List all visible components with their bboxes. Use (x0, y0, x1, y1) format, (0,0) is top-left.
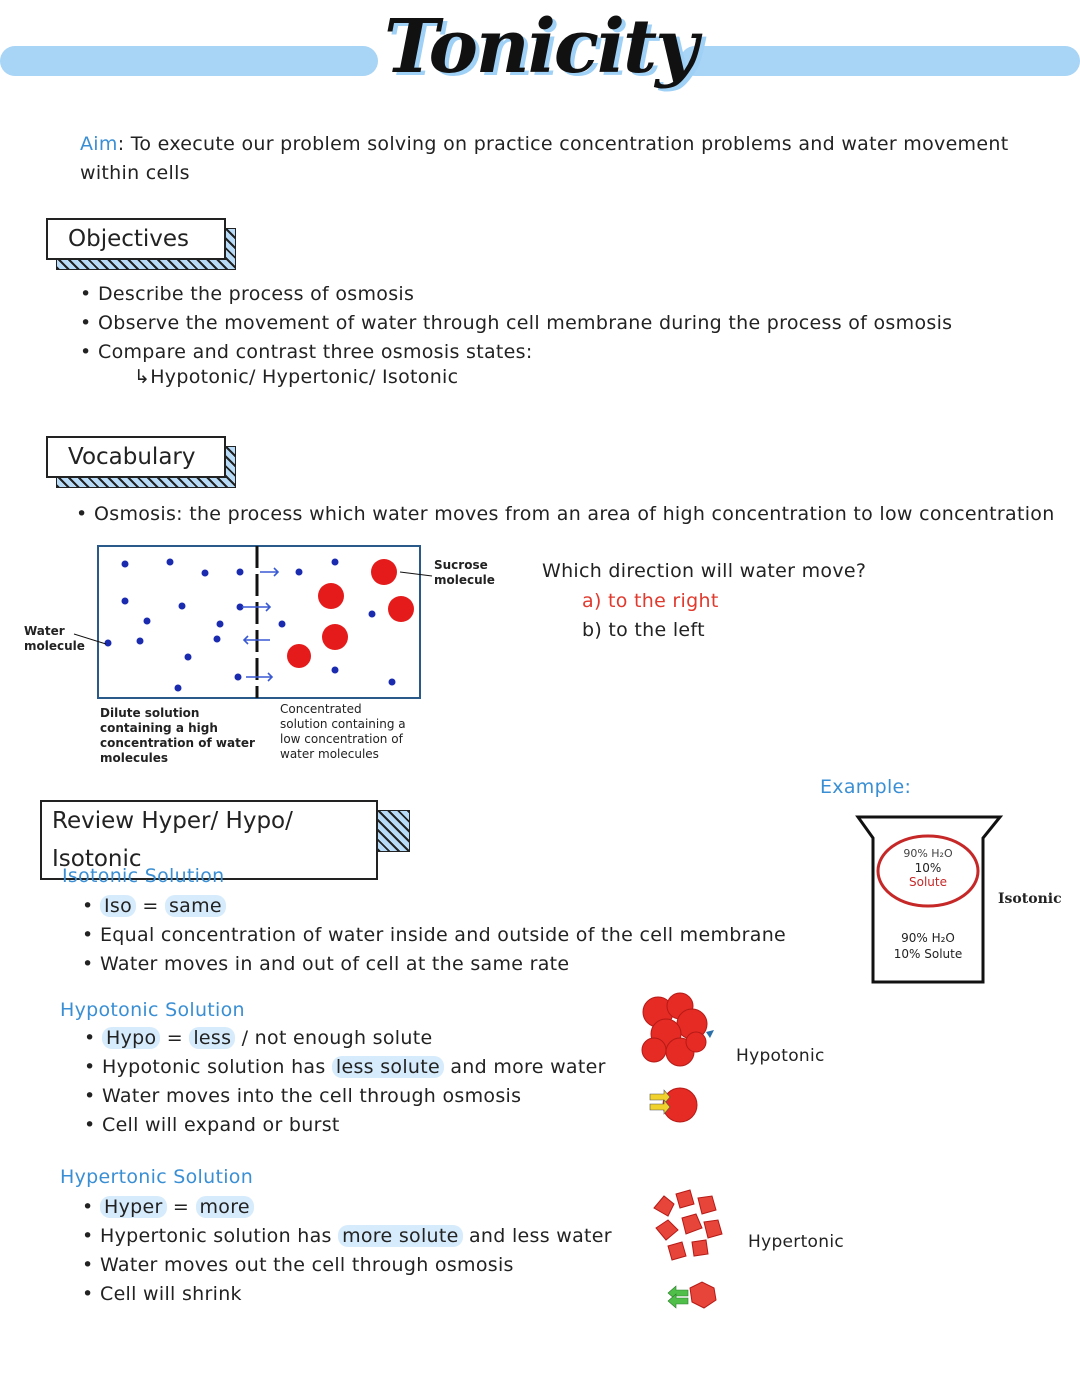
hypertonic-heading: Hypertonic Solution (60, 1166, 254, 1188)
example-label: Example: (820, 776, 912, 798)
beaker-diagram (855, 815, 1004, 984)
list-item: Observe the movement of water through ce… (80, 309, 1040, 338)
list-item: Hypo = less / not enough solute (84, 1024, 644, 1053)
title-bar-left (0, 46, 378, 76)
beaker-inner-pct: 10% (914, 861, 942, 875)
hypotonic-cells-image (641, 992, 714, 1123)
hyper-meaning: more (195, 1196, 254, 1218)
beaker-outer-solute: 10% Solute (893, 947, 963, 961)
list-item: Hyper = more (82, 1193, 642, 1222)
aim-body-2: within cells (80, 162, 190, 184)
aim-label: Aim (80, 133, 118, 155)
iso-meaning: same (164, 895, 226, 917)
list-item: Water moves out the cell through osmosis (82, 1251, 642, 1280)
aim-text: Aim: To execute our problem solving on p… (80, 130, 1040, 188)
osmosis-diagram (73, 545, 433, 699)
answer-a: a) to the right (582, 590, 719, 612)
concentrated-caption: Concentrated solution containing a low c… (280, 702, 406, 761)
objectives-header: Objectives (46, 218, 226, 260)
sucrose-molecule-label: Sucrose molecule (434, 558, 495, 587)
hypertonic-list: Hyper = more Hypertonic solution has mor… (82, 1193, 642, 1309)
answer-b: b) to the left (582, 619, 705, 641)
vocabulary-header: Vocabulary (46, 436, 226, 478)
review-header: Review Hyper/ Hypo/ Isotonic (40, 800, 378, 880)
hypo-term: Hypo (102, 1027, 161, 1049)
beaker-inner-solute: Solute (909, 875, 947, 889)
isotonic-list: Iso = same Equal concentration of water … (82, 892, 842, 979)
page-title: Tonicity (384, 4, 698, 90)
beaker-state-label: Isotonic (998, 891, 1062, 907)
title-bar-right (680, 46, 1080, 76)
hypertonic-image-label: Hypertonic (748, 1232, 844, 1252)
hypotonic-image-label: Hypotonic (736, 1046, 825, 1066)
water-molecule-label: Water molecule (24, 624, 85, 653)
hypo-meaning: less (189, 1027, 236, 1049)
beaker-inner-water: 90% H₂O (903, 847, 953, 860)
list-item: Water moves into the cell through osmosi… (84, 1082, 644, 1111)
hypotonic-heading: Hypotonic Solution (60, 999, 245, 1021)
list-item: Iso = same (82, 892, 842, 921)
hypotonic-list: Hypo = less / not enough solute Hypotoni… (84, 1024, 644, 1140)
list-item: Equal concentration of water inside and … (82, 921, 842, 950)
iso-term: Iso (100, 895, 137, 917)
list-item: Water moves in and out of cell at the sa… (82, 950, 842, 979)
dilute-caption: Dilute solution containing a high concen… (100, 706, 255, 765)
list-item: Compare and contrast three osmosis state… (80, 338, 1040, 367)
vocabulary-list: Osmosis: the process which water moves f… (76, 500, 1066, 529)
hyper-term: Hyper (100, 1196, 167, 1218)
list-item: Osmosis: the process which water moves f… (76, 500, 1066, 529)
question-text: Which direction will water move? (542, 560, 867, 582)
aim-body: : To execute our problem solving on prac… (117, 133, 1009, 155)
list-item: Cell will shrink (82, 1280, 642, 1309)
objectives-sub: ↳Hypotonic/ Hypertonic/ Isotonic (134, 366, 459, 388)
list-item: Describe the process of osmosis (80, 280, 1040, 309)
beaker-outer-water: 90% H₂O (901, 931, 955, 945)
hypertonic-cells-image (653, 1189, 723, 1309)
list-item: Hypotonic solution has less solute and m… (84, 1053, 644, 1082)
list-item: Hypertonic solution has more solute and … (82, 1222, 642, 1251)
objectives-list: Describe the process of osmosis Observe … (80, 280, 1040, 367)
isotonic-heading: Isotonic Solution (62, 865, 225, 887)
list-item: Cell will expand or burst (84, 1111, 644, 1140)
